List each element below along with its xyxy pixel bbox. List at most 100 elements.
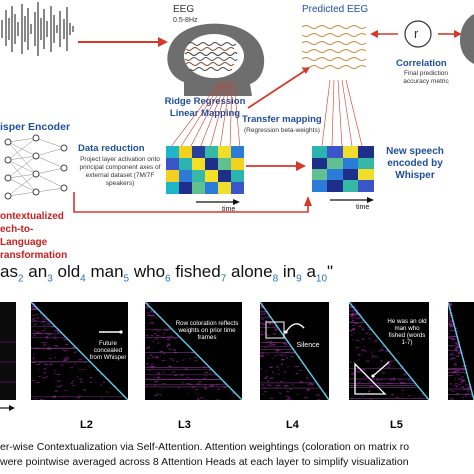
attention-cell xyxy=(462,365,466,367)
attention-cell xyxy=(149,322,153,324)
attention-cell xyxy=(310,384,314,386)
attention-cell xyxy=(167,338,171,340)
attention-cell xyxy=(352,314,356,316)
attention-cell xyxy=(79,378,83,380)
attention-cell xyxy=(357,325,362,327)
attention-cell xyxy=(460,376,464,378)
attention-cell xyxy=(402,393,404,395)
attention-cell xyxy=(263,313,266,315)
attention-cell xyxy=(262,312,264,314)
attention-cell xyxy=(456,393,459,394)
attention-cell xyxy=(465,368,468,370)
attention-cell xyxy=(156,376,161,378)
attention-cell xyxy=(57,374,61,375)
attention-matrix-l1 xyxy=(0,302,16,400)
attention-cell xyxy=(450,390,452,391)
attention-pattern-l3 xyxy=(145,302,242,400)
attention-cell xyxy=(349,315,353,317)
attention-cell xyxy=(448,303,453,305)
attention-cell xyxy=(36,332,40,334)
attention-cell xyxy=(450,357,455,359)
attention-cell xyxy=(362,328,364,330)
attention-cell xyxy=(280,381,283,383)
attention-cell xyxy=(43,344,47,346)
attention-cell xyxy=(166,339,171,341)
attention-cell xyxy=(454,348,458,350)
layer-label-l3: L3 xyxy=(178,419,191,431)
attention-cell xyxy=(284,344,289,345)
attention-cell xyxy=(357,340,361,342)
attention-cell xyxy=(47,334,51,336)
attention-cell xyxy=(369,398,373,400)
attention-cell xyxy=(148,369,151,371)
attention-cell xyxy=(448,375,452,376)
attention-cell xyxy=(390,379,392,381)
attention-cell xyxy=(202,366,206,368)
attention-cell xyxy=(54,357,56,358)
attention-cell xyxy=(33,398,38,400)
attention-cell xyxy=(459,351,461,353)
attention-cell xyxy=(374,339,378,341)
attention-cell xyxy=(454,342,458,344)
attention-cell xyxy=(287,398,292,400)
attention-cell xyxy=(351,334,353,336)
eeg-title: EEG xyxy=(173,4,195,15)
attention-cell xyxy=(270,397,274,399)
attention-cell xyxy=(145,302,149,304)
attention-cell xyxy=(56,345,58,347)
attention-diagonal xyxy=(145,302,242,400)
new-speech-lines xyxy=(321,79,363,147)
attention-cell xyxy=(317,399,321,400)
attention-cell xyxy=(209,385,214,387)
attention-cell xyxy=(349,330,352,332)
attention-cell xyxy=(63,339,67,341)
attention-cell xyxy=(159,351,164,353)
token-word: a xyxy=(306,262,316,281)
attention-cell xyxy=(79,381,83,383)
activation-heatmap xyxy=(166,146,244,194)
attention-cell xyxy=(284,371,287,373)
row-coloration-caption: Row coloration reflects weights on prior… xyxy=(175,320,239,341)
attention-cell xyxy=(217,388,221,390)
attention-cell xyxy=(453,338,457,340)
attention-cell xyxy=(367,391,371,393)
attention-cell xyxy=(145,347,150,349)
attention-cell xyxy=(264,391,267,393)
attention-cell xyxy=(461,380,466,382)
attention-cell xyxy=(46,348,50,350)
silence-box xyxy=(265,321,285,339)
attention-cell xyxy=(450,324,452,326)
attention-cell xyxy=(272,357,274,359)
attention-cell xyxy=(351,305,356,307)
attention-cell xyxy=(57,380,61,382)
attention-cell xyxy=(461,379,465,381)
token-word: man xyxy=(90,262,124,281)
attention-cell xyxy=(307,375,309,377)
attention-cell xyxy=(356,347,359,348)
attention-cell xyxy=(48,346,51,348)
attention-cell xyxy=(162,383,166,385)
new-speech-heatmap xyxy=(312,146,374,192)
attention-cell xyxy=(145,334,148,336)
attention-cell xyxy=(151,314,155,316)
attention-cell xyxy=(456,343,461,345)
attention-cell xyxy=(450,375,454,376)
attention-cell xyxy=(99,373,103,375)
attention-cell xyxy=(146,307,149,309)
attention-cell xyxy=(448,333,450,335)
arrow-transfer xyxy=(247,67,310,109)
attention-cell xyxy=(374,356,378,358)
attention-cell xyxy=(352,313,354,314)
attention-cell xyxy=(418,397,421,399)
attention-cell xyxy=(400,368,402,370)
attention-cell xyxy=(448,323,452,324)
attention-cell xyxy=(287,397,291,399)
attention-cell xyxy=(64,390,68,392)
attention-cell xyxy=(101,397,103,399)
annotation-arrowhead xyxy=(371,374,375,378)
future-concealed-caption: Future concealed from Whisper xyxy=(89,340,127,361)
attention-cell xyxy=(261,307,265,309)
attention-cell xyxy=(204,372,208,374)
attention-cell xyxy=(449,315,452,317)
attention-cell xyxy=(370,385,374,387)
